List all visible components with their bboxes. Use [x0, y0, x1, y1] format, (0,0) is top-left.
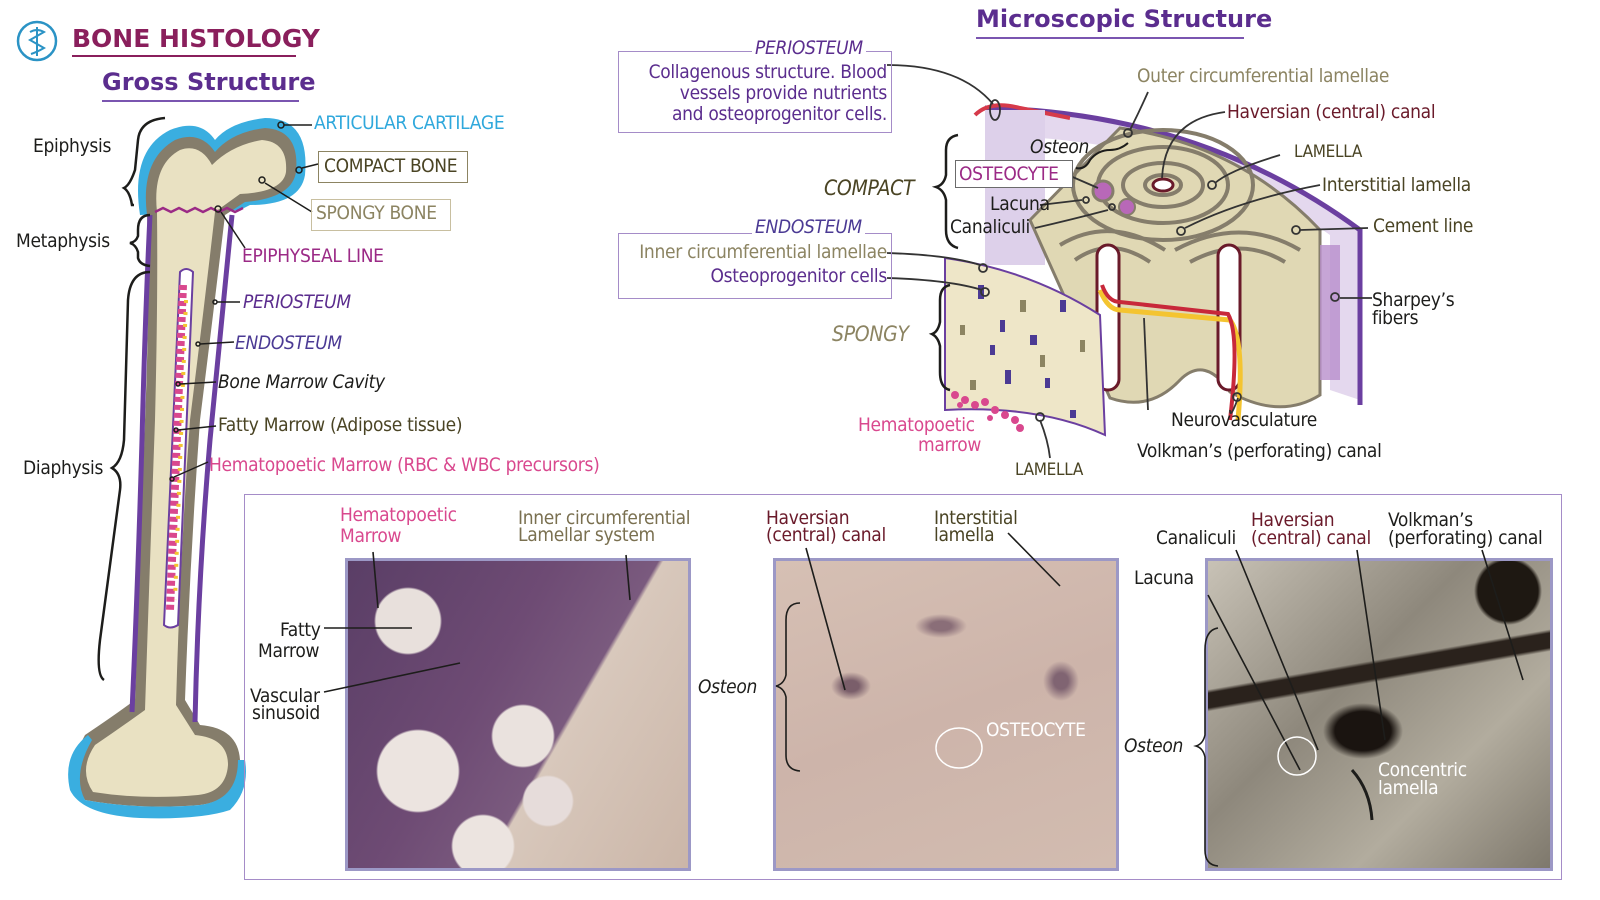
endosteum-line-2: Osteoprogenitor cells: [710, 265, 887, 287]
panel3-concentric-2: lamella: [1378, 777, 1439, 799]
label-hematopoetic-marrow: Hematopoetic Marrow (RBC & WBC precursor…: [209, 454, 600, 476]
label-compact-bone: COMPACT BONE: [324, 155, 458, 177]
label-volkmans-canal: Volkman’s (perforating) canal: [1137, 440, 1382, 462]
label-cement-line: Cement line: [1373, 215, 1474, 237]
label-outer-circumferential: Outer circumferential lamellae: [1137, 65, 1390, 87]
panel1-hematopoetic-2: Marrow: [340, 525, 402, 547]
label-articular-cartilage: ARTICULAR CARTILAGE: [314, 112, 505, 134]
panel2-interstitial-2: lamella: [934, 524, 995, 546]
label-spongy-bone: SPONGY BONE: [316, 202, 437, 224]
label-fatty-marrow: Fatty Marrow (Adipose tissue): [218, 414, 463, 436]
panel3-canaliculi: Canaliculi: [1156, 527, 1236, 549]
periosteum-desc-3: and osteoprogenitor cells.: [671, 103, 887, 125]
label-haversian-canal: Haversian (central) canal: [1227, 101, 1436, 123]
epiphyseal-line: [154, 206, 244, 214]
gross-structure-heading: Gross Structure: [102, 68, 316, 96]
label-hematopoetic-1: Hematopoetic: [858, 414, 975, 436]
osteon-brace: [1075, 142, 1129, 170]
endosteum-line-1: Inner circumferential lamellae: [639, 241, 887, 263]
periosteum-left: [129, 214, 153, 713]
label-interstitial-lamella: Interstitial lamella: [1322, 174, 1471, 196]
spongy-bone-box: [311, 199, 451, 231]
panel2-osteon: Osteon: [698, 676, 758, 698]
periosteum-heading: PERIOSTEUM: [752, 38, 866, 58]
articular-cartilage-bottom: [68, 735, 246, 819]
panel3-osteon: Osteon: [1124, 735, 1184, 757]
label-lacuna: Lacuna: [990, 193, 1050, 215]
panel1-fatty-2: Marrow: [258, 640, 320, 662]
label-lamella-bottom: LAMELLA: [1015, 460, 1084, 480]
compact-bone-box: [318, 151, 468, 183]
label-endosteum: ENDOSTEUM: [235, 332, 342, 354]
femur-illustration: [68, 116, 319, 819]
diaphysis-brace: [97, 270, 151, 682]
ground-bone-micrograph: [1205, 558, 1553, 871]
panel3-haversian-2: (central) canal: [1251, 527, 1371, 549]
panel2-osteocyte: OSTEOCYTE: [986, 719, 1086, 741]
label-marrow-cavity: Bone Marrow Cavity: [218, 371, 385, 393]
panel3-volkmans-2: (perforating) canal: [1388, 527, 1543, 549]
label-canaliculi: Canaliculi: [950, 216, 1030, 238]
panel1-inner-circ-2: Lamellar system: [518, 524, 655, 546]
haversian-canal-drawing: [1151, 177, 1175, 193]
label-spongy: SPONGY: [832, 322, 909, 346]
periosteum-desc-2: vessels provide nutrients: [679, 82, 888, 104]
panel3-haversian-1: Haversian: [1251, 509, 1335, 531]
histology-panel-frame: [244, 494, 1562, 880]
periosteum-desc-1: Collagenous structure. Blood: [648, 61, 888, 83]
label-metaphysis: Metaphysis: [16, 230, 110, 252]
panel2-haversian-1: Haversian: [766, 507, 850, 529]
microscopic-structure-heading: Microscopic Structure: [976, 5, 1273, 33]
panel1-vascular-2: sinusoid: [252, 702, 320, 724]
page-title: BONE HISTOLOGY: [72, 24, 320, 53]
label-hematopoetic-2: marrow: [918, 434, 982, 456]
panel1-hematopoetic-1: Hematopoetic: [340, 504, 457, 526]
label-epiphyseal-line: EPIPHYSEAL LINE: [242, 245, 384, 267]
panel1-vascular-1: Vascular: [250, 685, 320, 707]
label-sharpeys-1: Sharpey’s: [1372, 289, 1455, 311]
label-osteon: Osteon: [1030, 136, 1090, 158]
label-periosteum: PERIOSTEUM: [243, 291, 351, 313]
gross-underline: [102, 100, 299, 102]
spongy-bone: [85, 140, 287, 797]
label-lamella-top: LAMELLA: [1294, 142, 1363, 162]
label-neurovasculature: Neurovasculature: [1171, 409, 1318, 431]
label-epiphysis: Epiphysis: [33, 135, 112, 157]
panel1-inner-circ-1: Inner circumferential: [518, 507, 691, 529]
panel1-fatty-1: Fatty: [280, 619, 321, 641]
epiphysis-brace: [121, 116, 166, 207]
spongy-brace: [928, 283, 951, 392]
label-diaphysis: Diaphysis: [23, 457, 104, 479]
label-compact: COMPACT: [824, 176, 915, 200]
microscopic-illustration: [886, 64, 1372, 459]
marrow-micrograph: [345, 558, 691, 871]
label-sharpeys-2: fibers: [1372, 307, 1419, 329]
endosteum-heading: ENDOSTEUM: [752, 217, 865, 237]
metaphysis-brace: [129, 213, 151, 268]
panel3-volkmans-1: Volkman’s: [1388, 509, 1473, 531]
panel3-lacuna: Lacuna: [1134, 567, 1194, 589]
panel2-haversian-2: (central) canal: [766, 524, 886, 546]
title-underline: [72, 55, 296, 57]
osteocyte-box: [955, 160, 1073, 188]
compact-bone-micrograph: [773, 558, 1119, 871]
periosteum-right: [192, 214, 235, 723]
label-osteocyte: OSTEOCYTE: [959, 163, 1059, 185]
panel3-concentric-1: Concentric: [1378, 759, 1467, 781]
compact-brace: [931, 133, 959, 250]
caduceus-icon: [16, 20, 58, 62]
panel2-interstitial-1: Interstitial: [934, 507, 1018, 529]
periosteum-layer: [985, 108, 1360, 400]
micro-underline: [976, 37, 1244, 39]
